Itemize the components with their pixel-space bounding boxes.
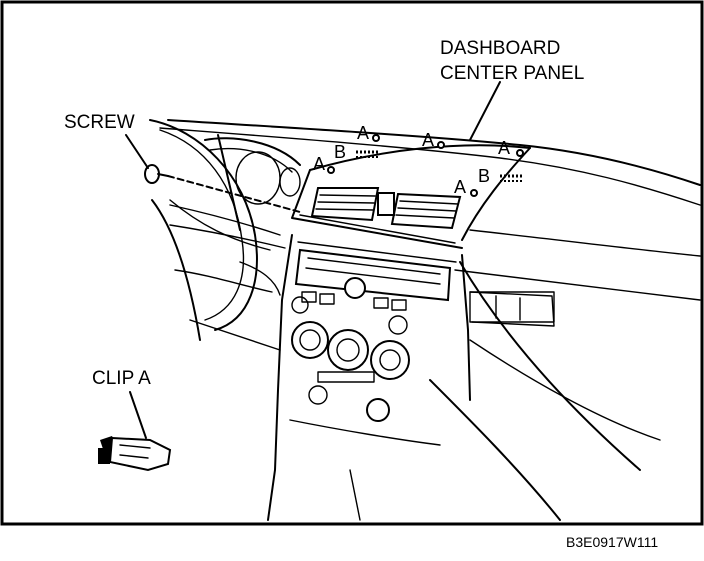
steering-wheel [149, 119, 286, 341]
clip-mark-a: A [313, 154, 325, 174]
dashboard-top [159, 119, 701, 301]
pin-mark-b: B [478, 166, 490, 186]
center-console [267, 234, 471, 521]
pin-locations [356, 150, 522, 182]
clip-mark-a: A [357, 123, 369, 143]
temp-knob [327, 329, 369, 371]
dashboard-label-line2: CENTER PANEL [440, 63, 584, 84]
passenger-dash [429, 261, 661, 521]
screw-label: SCREW [64, 112, 135, 133]
clip-locations [327, 134, 524, 197]
left-air-vent [310, 187, 380, 222]
instrument-cluster [204, 134, 301, 231]
fan-knob [291, 321, 329, 359]
screw-part [125, 134, 301, 213]
mode-knob [370, 340, 410, 380]
figure-code: B3E0917W111 [566, 534, 658, 550]
lower-dash-trim [169, 199, 281, 351]
clip-mark-a: A [498, 138, 510, 158]
figure-frame [0, 0, 704, 526]
clip-mark-a: A [422, 130, 434, 150]
dashboard-label-line1: DASHBOARD [440, 38, 560, 59]
clip-mark-a: A [454, 177, 466, 197]
audio-unit [294, 248, 452, 302]
pin-mark-b: B [334, 142, 346, 162]
dashboard-leader-line [469, 81, 501, 141]
clip-a-part [98, 391, 172, 472]
dashboard-center-panel [291, 144, 531, 249]
hazard-switch [377, 192, 395, 216]
audio-knob [344, 277, 366, 299]
clip-a-label: CLIP A [92, 368, 151, 389]
